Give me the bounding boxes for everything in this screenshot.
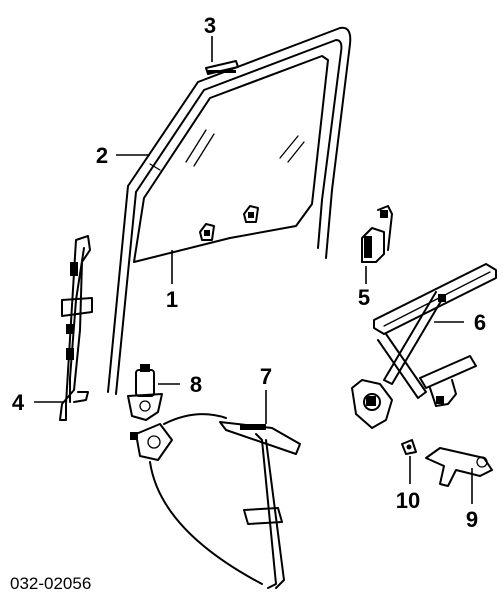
- callout-2: 2: [96, 143, 108, 168]
- callout-3: 3: [204, 13, 216, 38]
- callout-leader-lines: [34, 36, 473, 504]
- callout-6: 6: [474, 310, 486, 335]
- callout-4: 4: [12, 390, 25, 415]
- part-2-glass-run-channel: [107, 26, 352, 395]
- callout-10: 10: [396, 488, 420, 513]
- part-1-door-glass: [133, 55, 329, 263]
- part-9-window-crank-handle: [425, 447, 493, 487]
- callout-7: 7: [260, 364, 272, 389]
- part-5-regulator-bracket: [361, 205, 393, 263]
- part-8-regulator-motor: [127, 364, 163, 421]
- callout-1: 1: [166, 287, 178, 312]
- part-10-washer: [401, 439, 417, 455]
- part-6-window-regulator: [351, 263, 497, 429]
- callout-8: 8: [190, 372, 202, 397]
- part-7-regulator-assembly: [130, 413, 301, 589]
- part-4-sash-channel: [59, 235, 93, 421]
- callout-9: 9: [466, 507, 478, 532]
- figure-code: 032-02056: [10, 574, 91, 593]
- callout-5: 5: [358, 285, 370, 310]
